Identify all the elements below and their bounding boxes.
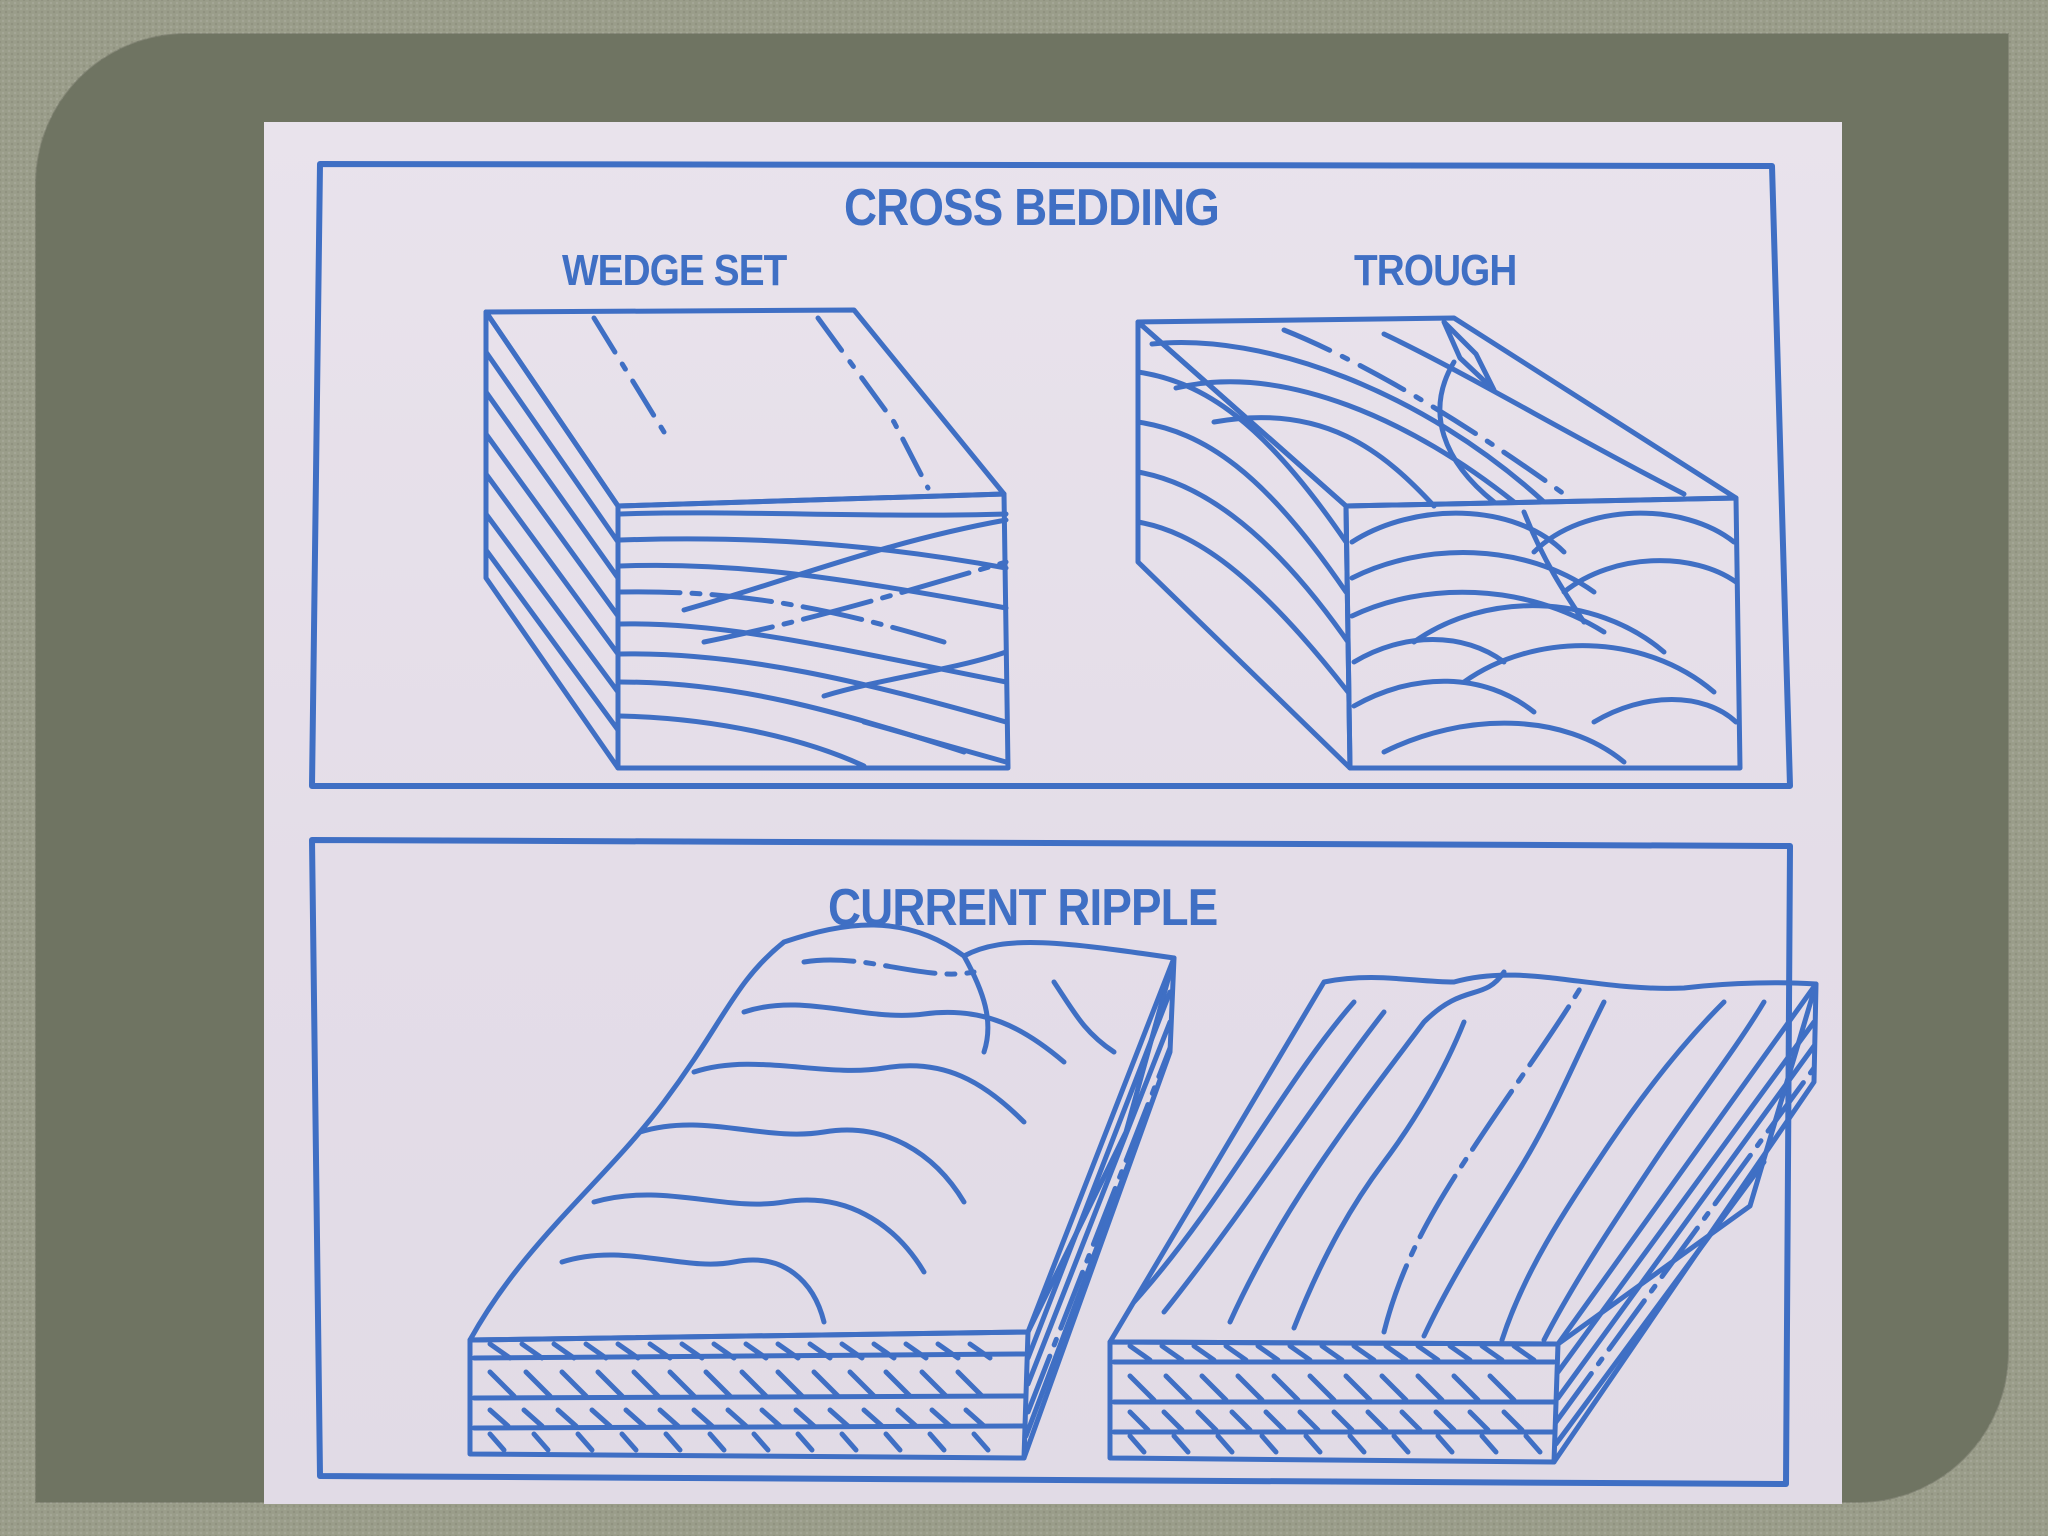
linguoid-ripple-block xyxy=(467,922,1177,1461)
wedge-set-block xyxy=(483,307,1011,771)
trough-block xyxy=(1135,315,1743,771)
line-art xyxy=(309,161,1819,1487)
cross-bedding-panel xyxy=(309,161,1793,789)
cross-bedding-title: CROSS BEDDING xyxy=(844,179,1220,237)
slide-frame: CROSS BEDDING WEDGE SET TROUGH CURRENT R… xyxy=(36,34,2008,1504)
current-ripple-title: CURRENT RIPPLE xyxy=(828,879,1218,937)
wedge-set-label: WEDGE SET xyxy=(562,246,787,295)
straight-ripple-block xyxy=(1107,969,1819,1465)
trough-label: TROUGH xyxy=(1354,246,1517,295)
textbook-photo: CROSS BEDDING WEDGE SET TROUGH CURRENT R… xyxy=(264,122,1842,1504)
current-ripple-panel xyxy=(309,837,1793,1487)
